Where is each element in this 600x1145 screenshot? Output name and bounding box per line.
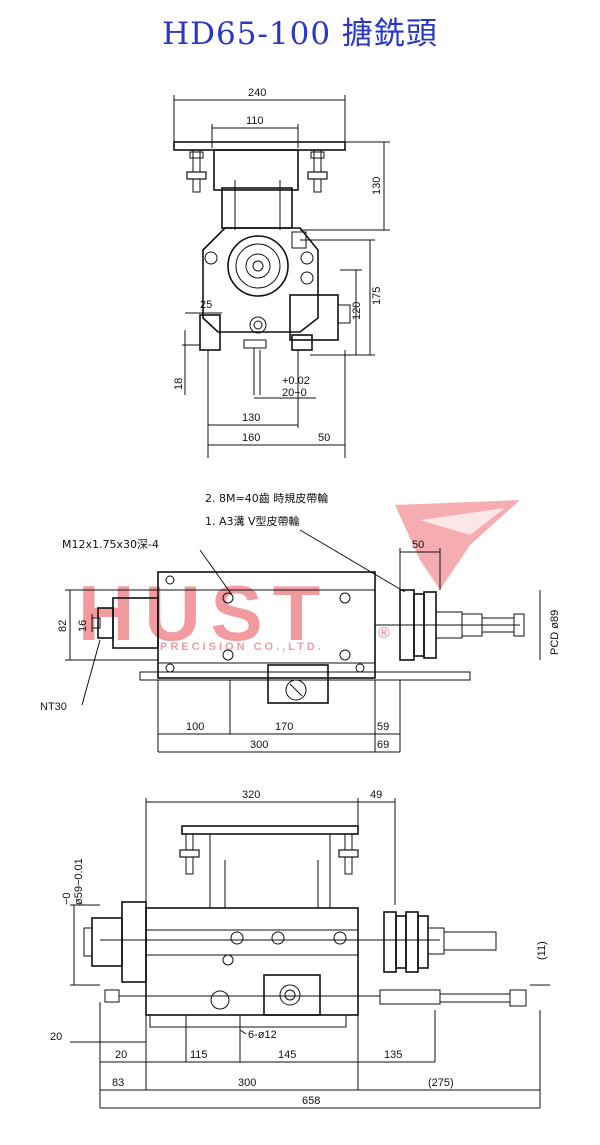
dim-50-top: 50 (318, 432, 330, 444)
dim-170: 170 (275, 721, 293, 733)
dim-120: 120 (351, 302, 363, 320)
dim-320: 320 (242, 789, 260, 801)
top-view: 240 110 130 (173, 87, 390, 458)
dim-145: 145 (278, 1049, 296, 1061)
dim-11: (11) (536, 941, 548, 960)
dim-115: 115 (190, 1049, 208, 1061)
dim-49: 49 (370, 789, 382, 801)
watermark-reg: ® (378, 625, 390, 642)
dim-175: 175 (371, 287, 383, 305)
dim-25: 25 (200, 299, 212, 311)
dim-82: 82 (57, 620, 69, 632)
note-timing-pulley: 2. 8M=40齒 時規皮帶輪 (205, 491, 328, 505)
page-title: HD65-100 搪銑頭 (162, 16, 438, 52)
dim-50-mid: 50 (412, 539, 424, 551)
dim-100: 100 (186, 721, 204, 733)
dim-pcd: PCD ø89 (549, 610, 561, 655)
dim-20-base: 20 (115, 1049, 127, 1061)
dim-16: 16 (77, 620, 89, 632)
label-nt30: NT30 (40, 701, 67, 713)
dim-130-horiz: 130 (242, 412, 260, 424)
dim-18: 18 (173, 378, 185, 390)
watermark-sub: PRECISION CO.,LTD. (160, 641, 324, 653)
label-6-holes: 6-ø12 (248, 1029, 277, 1041)
dim-59: 59 (377, 721, 389, 733)
dim-275: (275) (428, 1077, 454, 1089)
dim-130-vert: 130 (371, 177, 383, 195)
dim-658: 658 (302, 1095, 320, 1107)
dim-240: 240 (248, 87, 266, 99)
dim-20-left: 20 (50, 1031, 62, 1043)
dim-83: 83 (112, 1077, 124, 1089)
watermark-logo: HUST PRECISION CO.,LTD. ® (78, 500, 520, 657)
note-thread: M12x1.75x30深-4 (62, 538, 159, 551)
dim-110: 110 (246, 115, 264, 127)
dim-69: 69 (377, 739, 389, 751)
dim-300-bottom: 300 (238, 1077, 256, 1089)
dim-59-tol-top: −0 (61, 892, 73, 905)
note-v-pulley: 1. A3溝 V型皮帶輪 (205, 514, 300, 528)
dim-160: 160 (242, 432, 260, 444)
dim-59-tol: ø59−0.01 (73, 858, 85, 905)
dim-300-mid: 300 (250, 739, 268, 751)
bottom-view: 320 49 −0 ø59−0.01 (50, 789, 550, 1109)
dim-135: 135 (384, 1049, 402, 1061)
middle-view: 2. 8M=40齒 時規皮帶輪 1. A3溝 V型皮帶輪 M12x1.75x30… (40, 491, 561, 753)
dim-tol-base: 20−0 (282, 387, 307, 399)
dim-tol-plus: +0.02 (282, 375, 310, 387)
watermark-brand: HUST (78, 569, 330, 657)
